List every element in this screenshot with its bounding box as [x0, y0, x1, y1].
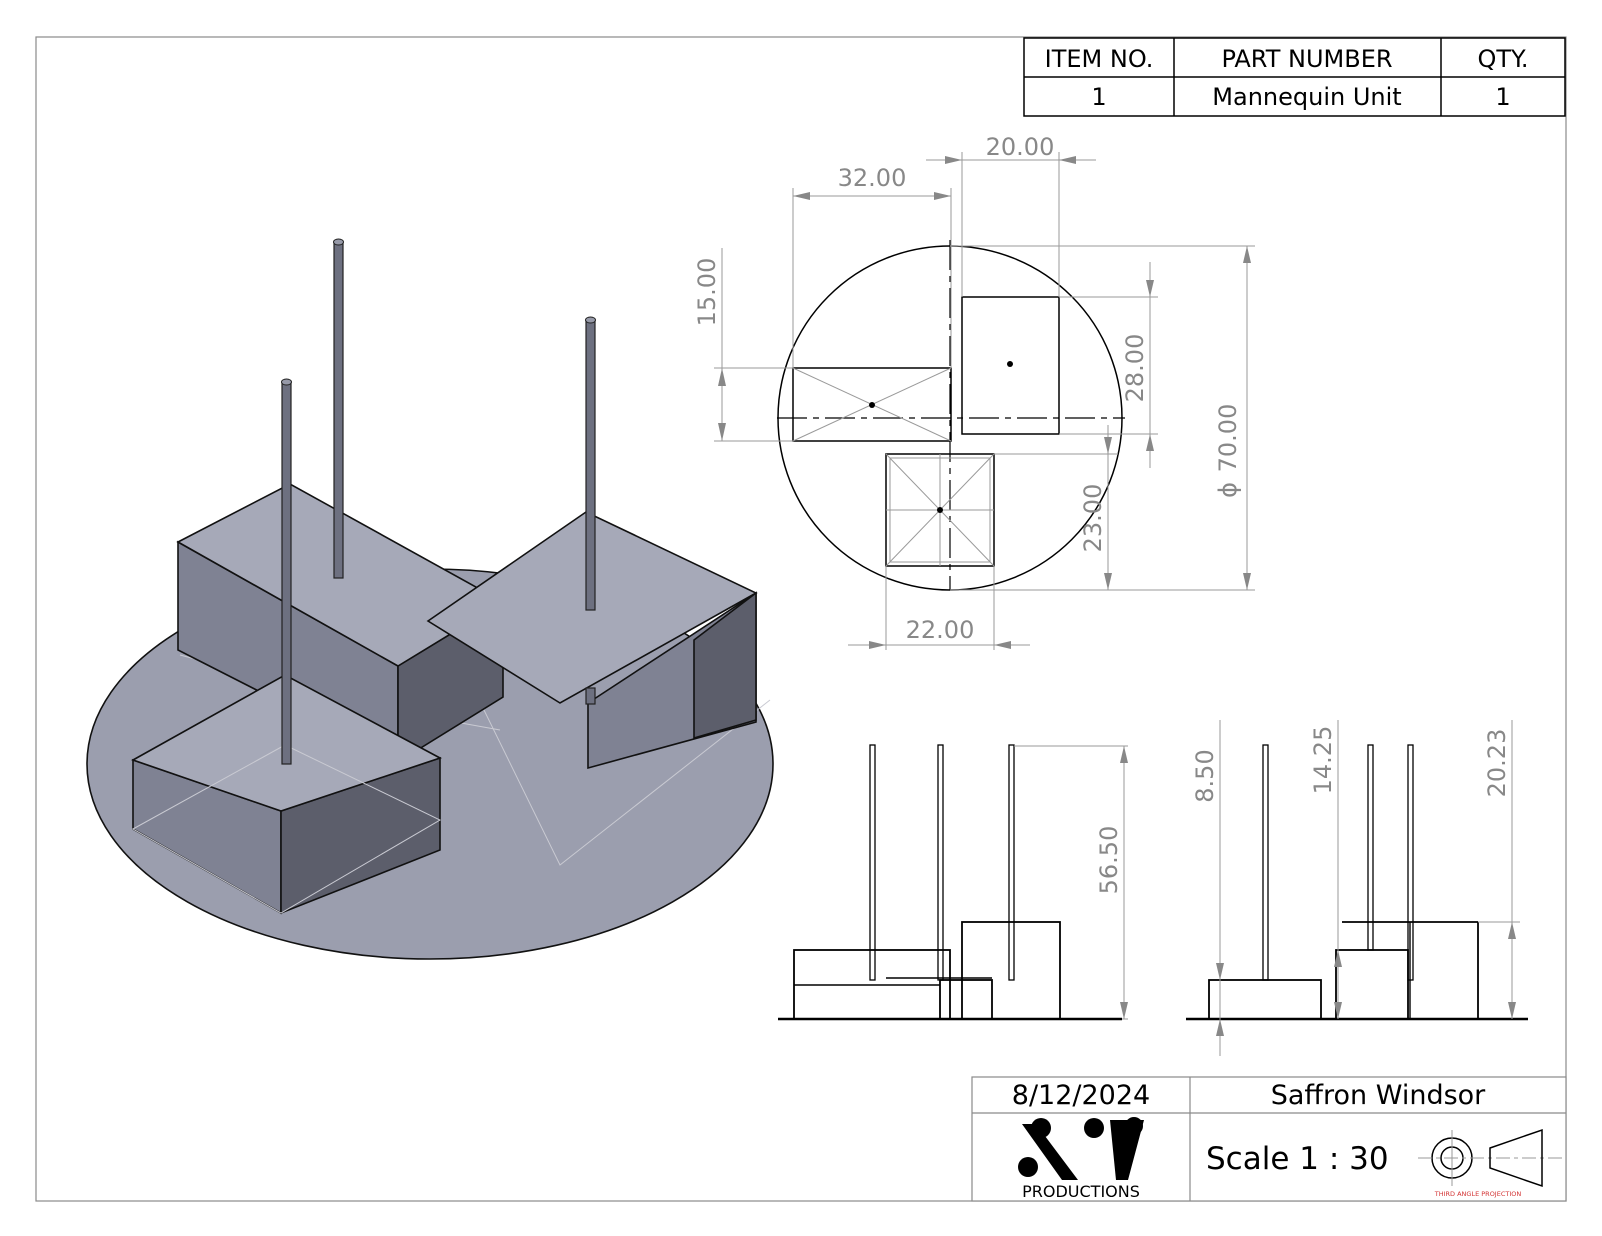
iso-box-front [131, 674, 443, 915]
dim-28: 28.00 [1121, 334, 1149, 403]
dim-15: 15.00 [693, 258, 721, 327]
dim-22: 22.00 [906, 616, 975, 644]
side-view: 8.50 14.25 20.23 [1186, 720, 1528, 1056]
front-view: 56.50 [778, 744, 1128, 1021]
dim-8-50: 8.50 [1191, 749, 1219, 802]
dim-23: 23.00 [1079, 484, 1107, 553]
sheet-border [35, 36, 1567, 1202]
iso-rod-2 [585, 319, 596, 611]
dim-diameter: 70.00 [1214, 404, 1242, 473]
bom-row-qty: 1 [1495, 83, 1510, 111]
title-author: Saffron Windsor [1271, 1080, 1486, 1111]
isometric-view [86, 238, 774, 960]
company-name: PRODUCTIONS [1022, 1182, 1140, 1201]
projection-label: THIRD ANGLE PROJECTION [1434, 1190, 1522, 1198]
title-date: 8/12/2024 [1012, 1080, 1150, 1111]
top-box-left [792, 367, 952, 442]
dim-diameter-symbol: ϕ [1214, 482, 1242, 498]
dim-20: 20.00 [986, 133, 1055, 161]
bom-header-qty: QTY. [1478, 45, 1529, 73]
bom-row-part-number: Mannequin Unit [1212, 83, 1401, 111]
top-dim-lines [714, 152, 1255, 650]
dim-56-50: 56.50 [1095, 826, 1123, 895]
dim-20-23: 20.23 [1483, 729, 1511, 798]
title-scale: Scale 1 : 30 [1206, 1141, 1389, 1177]
top-box-right [961, 296, 1060, 435]
top-view: 32.00 20.00 15.00 28.00 23.00 ϕ 70.00 22… [693, 133, 1255, 650]
projection-symbol: THIRD ANGLE PROJECTION [1418, 1128, 1564, 1198]
company-logo: PRODUCTIONS [1018, 1117, 1144, 1201]
dim-32: 32.00 [838, 164, 907, 192]
bom-table: ITEM NO. PART NUMBER QTY. 1 Mannequin Un… [1023, 37, 1566, 117]
top-box-bottom [885, 453, 995, 567]
bom-header-item-no: ITEM NO. [1045, 45, 1154, 73]
bom-row-item-no: 1 [1091, 83, 1106, 111]
iso-rods [281, 238, 596, 765]
iso-rod-3 [281, 381, 292, 765]
title-block: 8/12/2024 Saffron Windsor Scale 1 : 30 P… [971, 1076, 1567, 1202]
bom-header-part-number: PART NUMBER [1221, 45, 1392, 73]
dim-14-25: 14.25 [1309, 726, 1337, 795]
iso-rod-1 [333, 241, 344, 579]
